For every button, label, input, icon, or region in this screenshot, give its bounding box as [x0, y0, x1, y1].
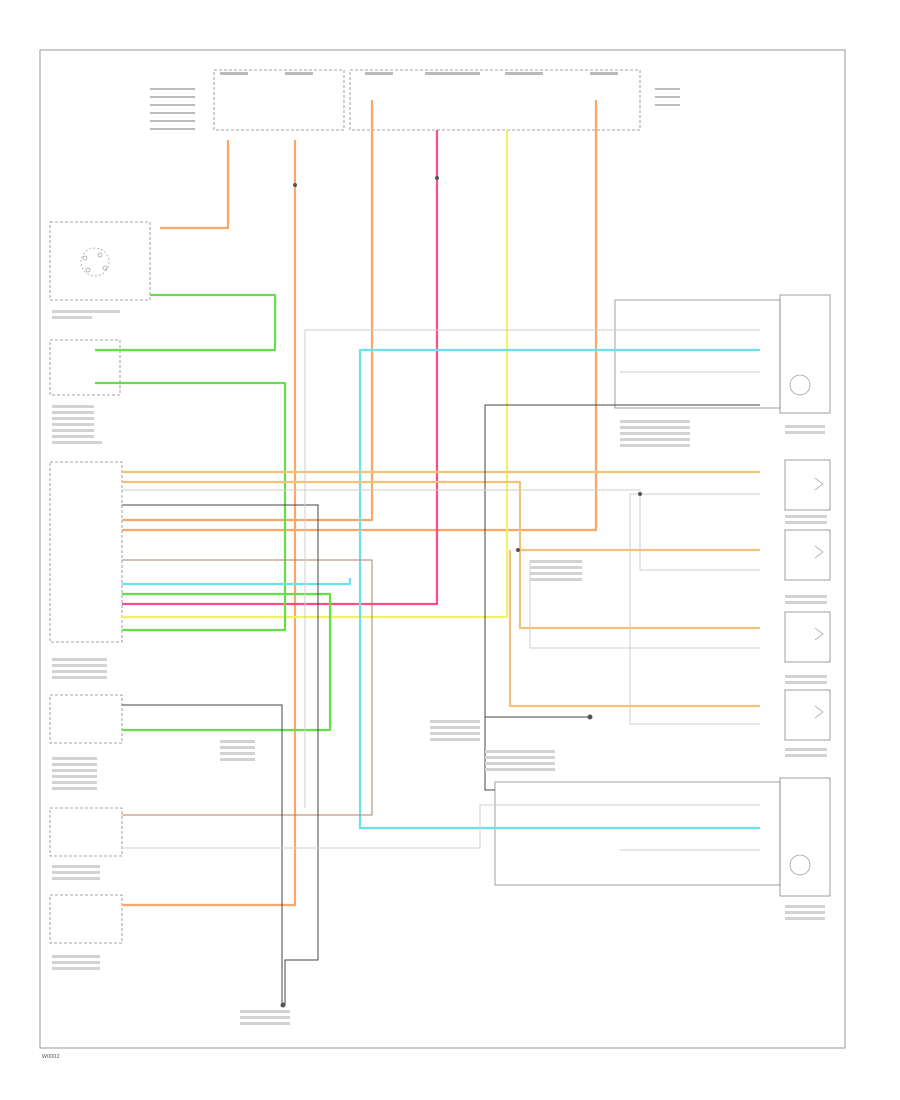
label-placeholders — [52, 310, 827, 1025]
fuse-header-ticks — [150, 72, 680, 130]
wire-orange-main — [122, 140, 297, 907]
wire-tan-lr — [122, 480, 760, 630]
wire-cyan-a — [358, 348, 760, 830]
trunk-switch-box — [49, 339, 121, 396]
wire-black-ground-b — [122, 704, 283, 1005]
wire-pink — [122, 130, 439, 606]
wire-black-ground-c — [484, 404, 760, 791]
wire-gray-c — [629, 493, 760, 725]
rf-door-lock-actuator — [779, 777, 831, 897]
wire-orange-b — [122, 100, 374, 522]
splice-points — [280, 176, 642, 1008]
door-lock-switch-lf — [49, 807, 123, 857]
rf-actuator-enclosure — [494, 781, 781, 886]
wire-orange-ignition — [160, 140, 230, 230]
wire-gray-e — [122, 804, 760, 849]
wire-tan-rr — [508, 550, 760, 708]
module-connector-a — [49, 461, 123, 643]
rr-door-lock-motor — [784, 689, 831, 741]
wire-yellow — [122, 130, 509, 619]
wire-gray-a — [304, 329, 760, 808]
ignition-switch-symbol — [80, 247, 110, 277]
wire-green-a — [95, 293, 277, 352]
wire-brown — [122, 559, 373, 816]
lf-door-lock-actuator — [779, 294, 831, 414]
wire-green-c — [122, 592, 332, 732]
diagram-frame — [39, 49, 846, 1049]
lr-door-lock-motor — [784, 611, 831, 663]
rf-door-lock-motor — [784, 529, 831, 581]
actuator-motor-symbols — [789, 374, 824, 876]
lf-actuator-enclosure — [614, 299, 781, 409]
lf-door-lock-motor — [784, 459, 831, 511]
fuse-block — [150, 69, 680, 131]
module-connector-b — [49, 694, 123, 744]
wire-cyan-b — [122, 578, 352, 586]
wire-gray-b — [122, 489, 760, 571]
footer-code: W0002 — [42, 1054, 60, 1060]
wire-gray-d — [529, 560, 760, 649]
door-lock-switch-rf — [49, 894, 123, 944]
ignition-switch-box — [49, 221, 151, 301]
wire-black-ground-a — [122, 504, 319, 1005]
wire-orange-c — [122, 100, 598, 532]
wire-green-b — [95, 381, 287, 632]
